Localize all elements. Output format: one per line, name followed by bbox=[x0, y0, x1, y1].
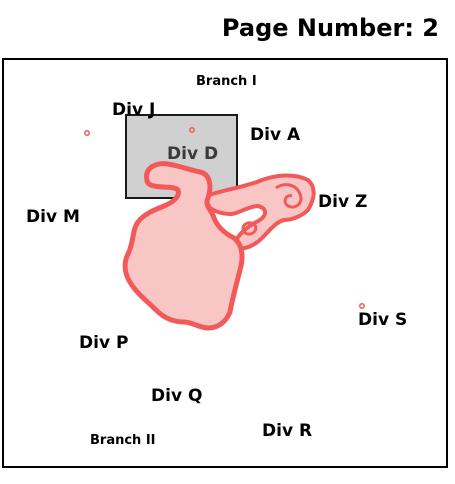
label-div-r: Div R bbox=[262, 421, 313, 441]
label-branch-i: Branch I bbox=[196, 74, 257, 89]
point-northwest[interactable] bbox=[84, 130, 90, 136]
map-frame: Branch I Div J Div A Div D Div Z Div M D… bbox=[2, 58, 448, 468]
region-eastern-lobe[interactable] bbox=[202, 173, 316, 251]
label-branch-ii: Branch II bbox=[90, 433, 156, 448]
point-inbox[interactable] bbox=[189, 127, 195, 133]
region-main[interactable] bbox=[122, 161, 245, 331]
region-eastern-lobe-detail-2 bbox=[241, 221, 258, 236]
point-east[interactable] bbox=[359, 303, 365, 309]
label-div-p: Div P bbox=[79, 333, 129, 353]
label-div-d: Div D bbox=[167, 144, 219, 164]
map-canvas bbox=[84, 114, 365, 331]
label-div-m: Div M bbox=[26, 207, 80, 227]
label-div-z: Div Z bbox=[318, 192, 368, 212]
page-number: Page Number: 2 bbox=[221, 14, 439, 42]
label-div-s: Div S bbox=[358, 310, 408, 330]
label-div-j: Div J bbox=[112, 100, 156, 120]
label-div-q: Div Q bbox=[151, 386, 203, 406]
region-eastern-lobe-detail bbox=[275, 183, 303, 209]
label-div-a: Div A bbox=[250, 125, 301, 145]
